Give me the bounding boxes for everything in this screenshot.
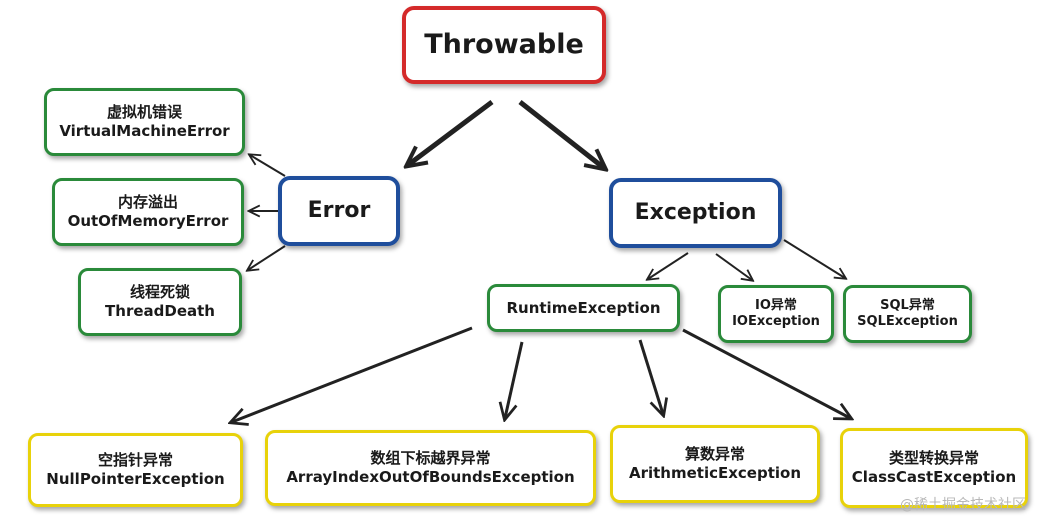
arrow-error-to-vm	[250, 155, 286, 177]
thread-death-cn: 线程死锁	[129, 283, 190, 302]
exception-label: Exception	[634, 200, 757, 226]
runtime-exception-node: RuntimeException	[487, 284, 680, 332]
io-exception-en: IOException	[732, 314, 820, 329]
arrow-runtime-to-arith	[638, 339, 663, 414]
error-label: Error	[307, 198, 371, 224]
virtual-machine-error-cn: 虚拟机错误	[106, 103, 182, 122]
arrow-runtime-to-npe	[232, 326, 473, 422]
virtual-machine-error-en: VirtualMachineError	[59, 122, 230, 140]
array-index-out-of-bounds-node: 数组下标越界异常 ArrayIndexOutOfBoundsException	[265, 430, 596, 506]
arithmetic-exception-node: 算数异常 ArithmeticException	[610, 425, 820, 503]
arrow-runtime-to-aioobe	[505, 341, 524, 418]
arrow-exception-to-io	[715, 253, 752, 280]
arithmetic-exception-en: ArithmeticException	[628, 464, 802, 482]
null-pointer-exception-node: 空指针异常 NullPointerException	[28, 433, 243, 507]
thread-death-en: ThreadDeath	[105, 302, 215, 320]
io-exception-node: IO异常 IOException	[718, 285, 834, 343]
out-of-memory-error-en: OutOfMemoryError	[67, 212, 229, 230]
watermark: @稀土掘金技术社区	[900, 497, 1026, 513]
sql-exception-node: SQL异常 SQLException	[843, 285, 972, 343]
null-pointer-exception-cn: 空指针异常	[97, 451, 173, 470]
io-exception-cn: IO异常	[755, 297, 797, 313]
thread-death-node: 线程死锁 ThreadDeath	[78, 268, 242, 336]
virtual-machine-error-node: 虚拟机错误 VirtualMachineError	[44, 88, 245, 156]
class-cast-exception-cn: 类型转换异常	[888, 449, 979, 468]
throwable-label: Throwable	[424, 29, 584, 61]
null-pointer-exception-en: NullPointerException	[46, 470, 225, 488]
sql-exception-cn: SQL异常	[880, 297, 935, 313]
arrow-throwable-to-exception	[518, 100, 604, 168]
arrow-exception-to-sql	[783, 239, 845, 278]
arrow-error-to-thread	[248, 245, 286, 270]
exception-node: Exception	[609, 178, 782, 248]
class-cast-exception-en: ClassCastException	[851, 468, 1017, 486]
arithmetic-exception-cn: 算数异常	[684, 445, 745, 464]
error-node: Error	[278, 176, 400, 246]
array-index-out-of-bounds-en: ArrayIndexOutOfBoundsException	[286, 468, 575, 486]
out-of-memory-error-cn: 内存溢出	[117, 193, 178, 212]
arrow-exception-to-runtime	[648, 252, 689, 279]
arrow-throwable-to-error	[408, 100, 494, 165]
runtime-exception-label: RuntimeException	[506, 298, 661, 317]
array-index-out-of-bounds-cn: 数组下标越界异常	[370, 449, 491, 468]
arrow-runtime-to-cce	[682, 328, 850, 418]
throwable-node: Throwable	[402, 6, 606, 84]
out-of-memory-error-node: 内存溢出 OutOfMemoryError	[52, 178, 244, 246]
class-cast-exception-node: 类型转换异常 ClassCastException	[840, 428, 1028, 508]
sql-exception-en: SQLException	[857, 314, 958, 329]
